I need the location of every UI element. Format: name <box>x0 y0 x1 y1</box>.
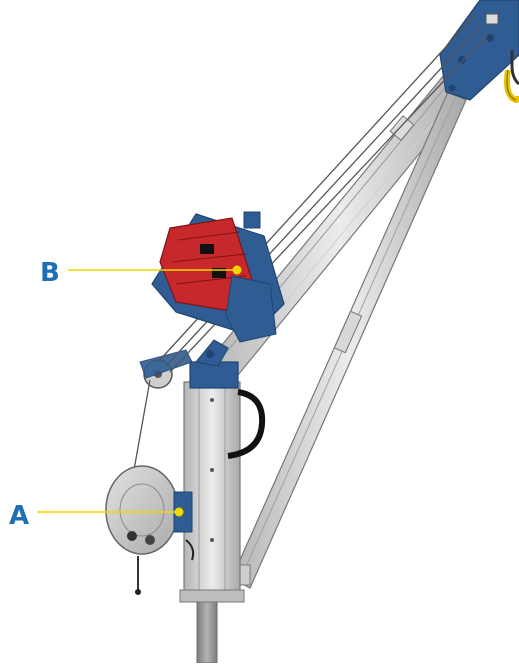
pulley-icon <box>139 349 193 389</box>
leader-dot-a <box>174 507 184 517</box>
self-retracting-lifeline <box>151 211 285 343</box>
boom-head-bracket <box>439 0 519 101</box>
mast-column <box>179 381 245 603</box>
winch-drum <box>105 465 195 595</box>
mast-top-bracket <box>189 339 239 389</box>
leader-dot-b <box>232 265 242 275</box>
callout-label-a: A <box>9 501 30 531</box>
callout-label-b: B <box>40 258 60 288</box>
callout-leaders <box>37 265 242 517</box>
mast-handle <box>227 389 266 459</box>
support-strut <box>227 91 467 589</box>
